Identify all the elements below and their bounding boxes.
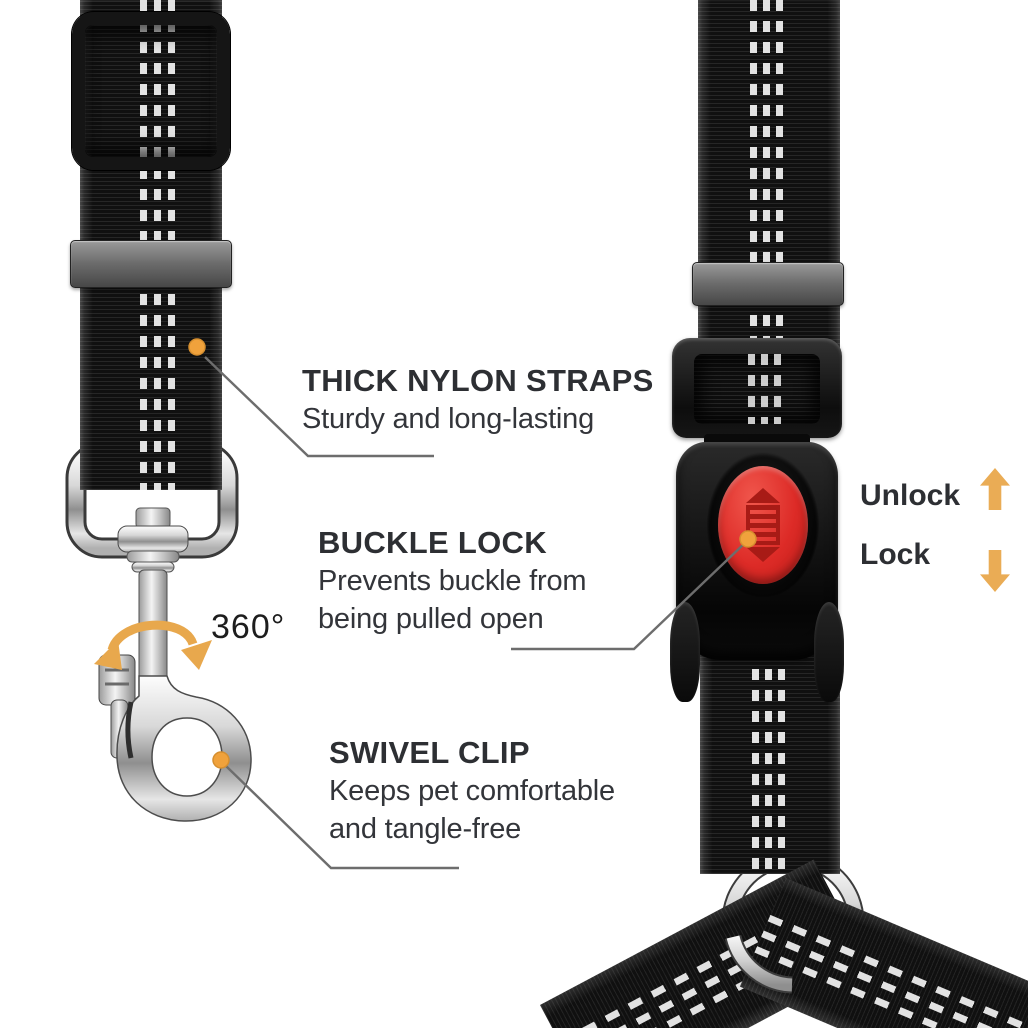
reflective-stitching bbox=[748, 354, 755, 424]
reflective-stitching bbox=[761, 354, 768, 424]
buckle-release-tab-left bbox=[670, 602, 700, 702]
feature-thick-nylon-straps: THICK NYLON STRAPS Sturdy and long-lasti… bbox=[302, 362, 654, 438]
unlock-label: Unlock bbox=[860, 479, 961, 512]
buckle-strap-window bbox=[694, 354, 820, 424]
feature-swivel-clip: SWIVEL CLIP Keeps pet comfortable and ta… bbox=[329, 734, 615, 848]
snap-hook bbox=[116, 675, 252, 822]
buckle-lock-slider bbox=[718, 466, 808, 584]
slider-arrow-down-icon bbox=[746, 547, 780, 562]
reflective-stitching bbox=[774, 354, 781, 424]
reflective-stitching bbox=[778, 648, 785, 874]
feature-description: and tangle-free bbox=[329, 813, 522, 845]
reflective-stitching bbox=[776, 0, 783, 348]
feature-description: Sturdy and long-lasting bbox=[302, 403, 595, 435]
side-release-buckle bbox=[668, 330, 846, 702]
strap-keeper-right bbox=[692, 262, 844, 306]
reflective-stitching bbox=[750, 0, 757, 348]
slider-grip-ridges bbox=[746, 505, 780, 545]
reflective-stitching bbox=[765, 648, 772, 874]
strap-keeper-left bbox=[70, 240, 232, 288]
feature-title: BUCKLE LOCK bbox=[318, 525, 547, 560]
feature-description: Keeps pet comfortable bbox=[329, 775, 615, 807]
rotation-degrees-label: 360° bbox=[211, 608, 286, 646]
strap-adjuster-buckle bbox=[72, 12, 230, 170]
feature-buckle-lock: BUCKLE LOCK Prevents buckle from being p… bbox=[318, 524, 587, 638]
slider-arrow-up-icon bbox=[746, 488, 780, 503]
feature-description: being pulled open bbox=[318, 603, 544, 635]
hook-gate-slot bbox=[125, 701, 134, 759]
reflective-stitching bbox=[752, 648, 759, 874]
feature-description: Prevents buckle from bbox=[318, 565, 587, 597]
buckle-release-tab-right bbox=[814, 602, 844, 702]
feature-title: THICK NYLON STRAPS bbox=[302, 363, 654, 398]
lock-label: Lock bbox=[860, 538, 931, 571]
rotation-arrows-icon bbox=[94, 620, 212, 670]
reflective-stitching bbox=[763, 0, 770, 348]
swivel-joint bbox=[117, 507, 189, 573]
feature-title: SWIVEL CLIP bbox=[329, 735, 530, 770]
